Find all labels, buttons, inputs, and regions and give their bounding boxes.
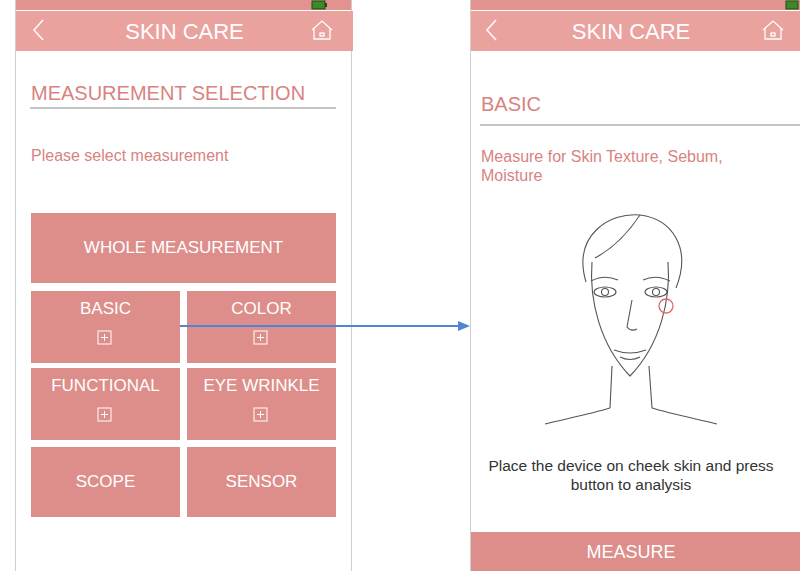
battery-icon: [325, 3, 327, 7]
menu-button: EYE WRINKLE: [187, 368, 336, 440]
battery-icon: [312, 1, 325, 9]
phone-screen: BASIC Measure for Skin Texture, Sebum, Mo…: [470, 0, 800, 571]
home-icon: [763, 21, 783, 39]
text-slot: Measure for Skin Texture, Sebum, Moistur…: [481, 147, 781, 185]
status-bar: [471, 0, 800, 10]
button-label: BASIC: [80, 299, 131, 319]
menu-button: WHOLE MEASUREMENT: [31, 213, 336, 283]
back-chevron: [34, 20, 43, 40]
screen-text: Place the device on cheek skin and press…: [483, 457, 779, 494]
text-slot: MEASURE: [471, 542, 791, 564]
button-label: EYE WRINKLE: [203, 376, 319, 396]
button-label: WHOLE MEASUREMENT: [84, 238, 283, 258]
text-slot: COLOR: [187, 299, 336, 319]
header-bar: SKIN CARE: [16, 11, 353, 51]
phone-screen: MEASUREMENT SELECTION Please select measu…: [15, 0, 352, 571]
text-slot: SKIN CARE: [16, 19, 353, 45]
status-bar: [16, 0, 351, 10]
text-slot: BASIC: [481, 92, 781, 116]
screen-heading: MEASURE: [471, 542, 791, 564]
separator-line: [480, 125, 800, 126]
menu-button: SCOPE: [31, 447, 180, 517]
separator-line: [30, 108, 336, 109]
menu-button: FUNCTIONAL: [31, 368, 180, 440]
face-illustration: [545, 215, 717, 424]
text-slot: WHOLE MEASUREMENT: [31, 238, 336, 258]
screen-heading: BASIC: [481, 92, 781, 116]
battery-icon: [786, 1, 798, 9]
screen-text: Measure for Skin Texture, Sebum, Moistur…: [481, 147, 781, 185]
text-slot: SKIN CARE: [471, 19, 791, 45]
cheek-marker: [659, 299, 673, 313]
text-slot: EYE WRINKLE: [187, 376, 336, 396]
back-chevron: [487, 20, 496, 40]
plus-icon: [98, 331, 267, 421]
arrow-head: [458, 321, 470, 331]
text-slot: FUNCTIONAL: [31, 376, 180, 396]
header-bar: SKIN CARE: [471, 11, 800, 51]
button-label: FUNCTIONAL: [51, 376, 160, 396]
screen-heading: SKIN CARE: [16, 19, 353, 45]
menu-button: COLOR: [187, 291, 336, 363]
arrow-line: [180, 325, 458, 327]
text-slot: MEASUREMENT SELECTION: [31, 81, 346, 105]
screen-text: Please select measurement: [31, 146, 346, 165]
measure-button: MEASURE: [471, 532, 800, 571]
screen-heading: MEASUREMENT SELECTION: [31, 81, 346, 105]
button-label: SCOPE: [76, 472, 136, 492]
text-slot: BASIC: [31, 299, 180, 319]
text-slot: Please select measurement: [31, 146, 346, 165]
flow-arrow: [180, 321, 470, 331]
text-slot: Place the device on cheek skin and press…: [483, 457, 779, 494]
button-label: COLOR: [231, 299, 291, 319]
text-slot: SCOPE: [31, 472, 180, 492]
screen-heading: SKIN CARE: [471, 19, 791, 45]
home-icon: [312, 21, 332, 39]
text-slot: SENSOR: [187, 472, 336, 492]
button-label: SENSOR: [226, 472, 298, 492]
menu-button: BASIC: [31, 291, 180, 363]
menu-button: SENSOR: [187, 447, 336, 517]
